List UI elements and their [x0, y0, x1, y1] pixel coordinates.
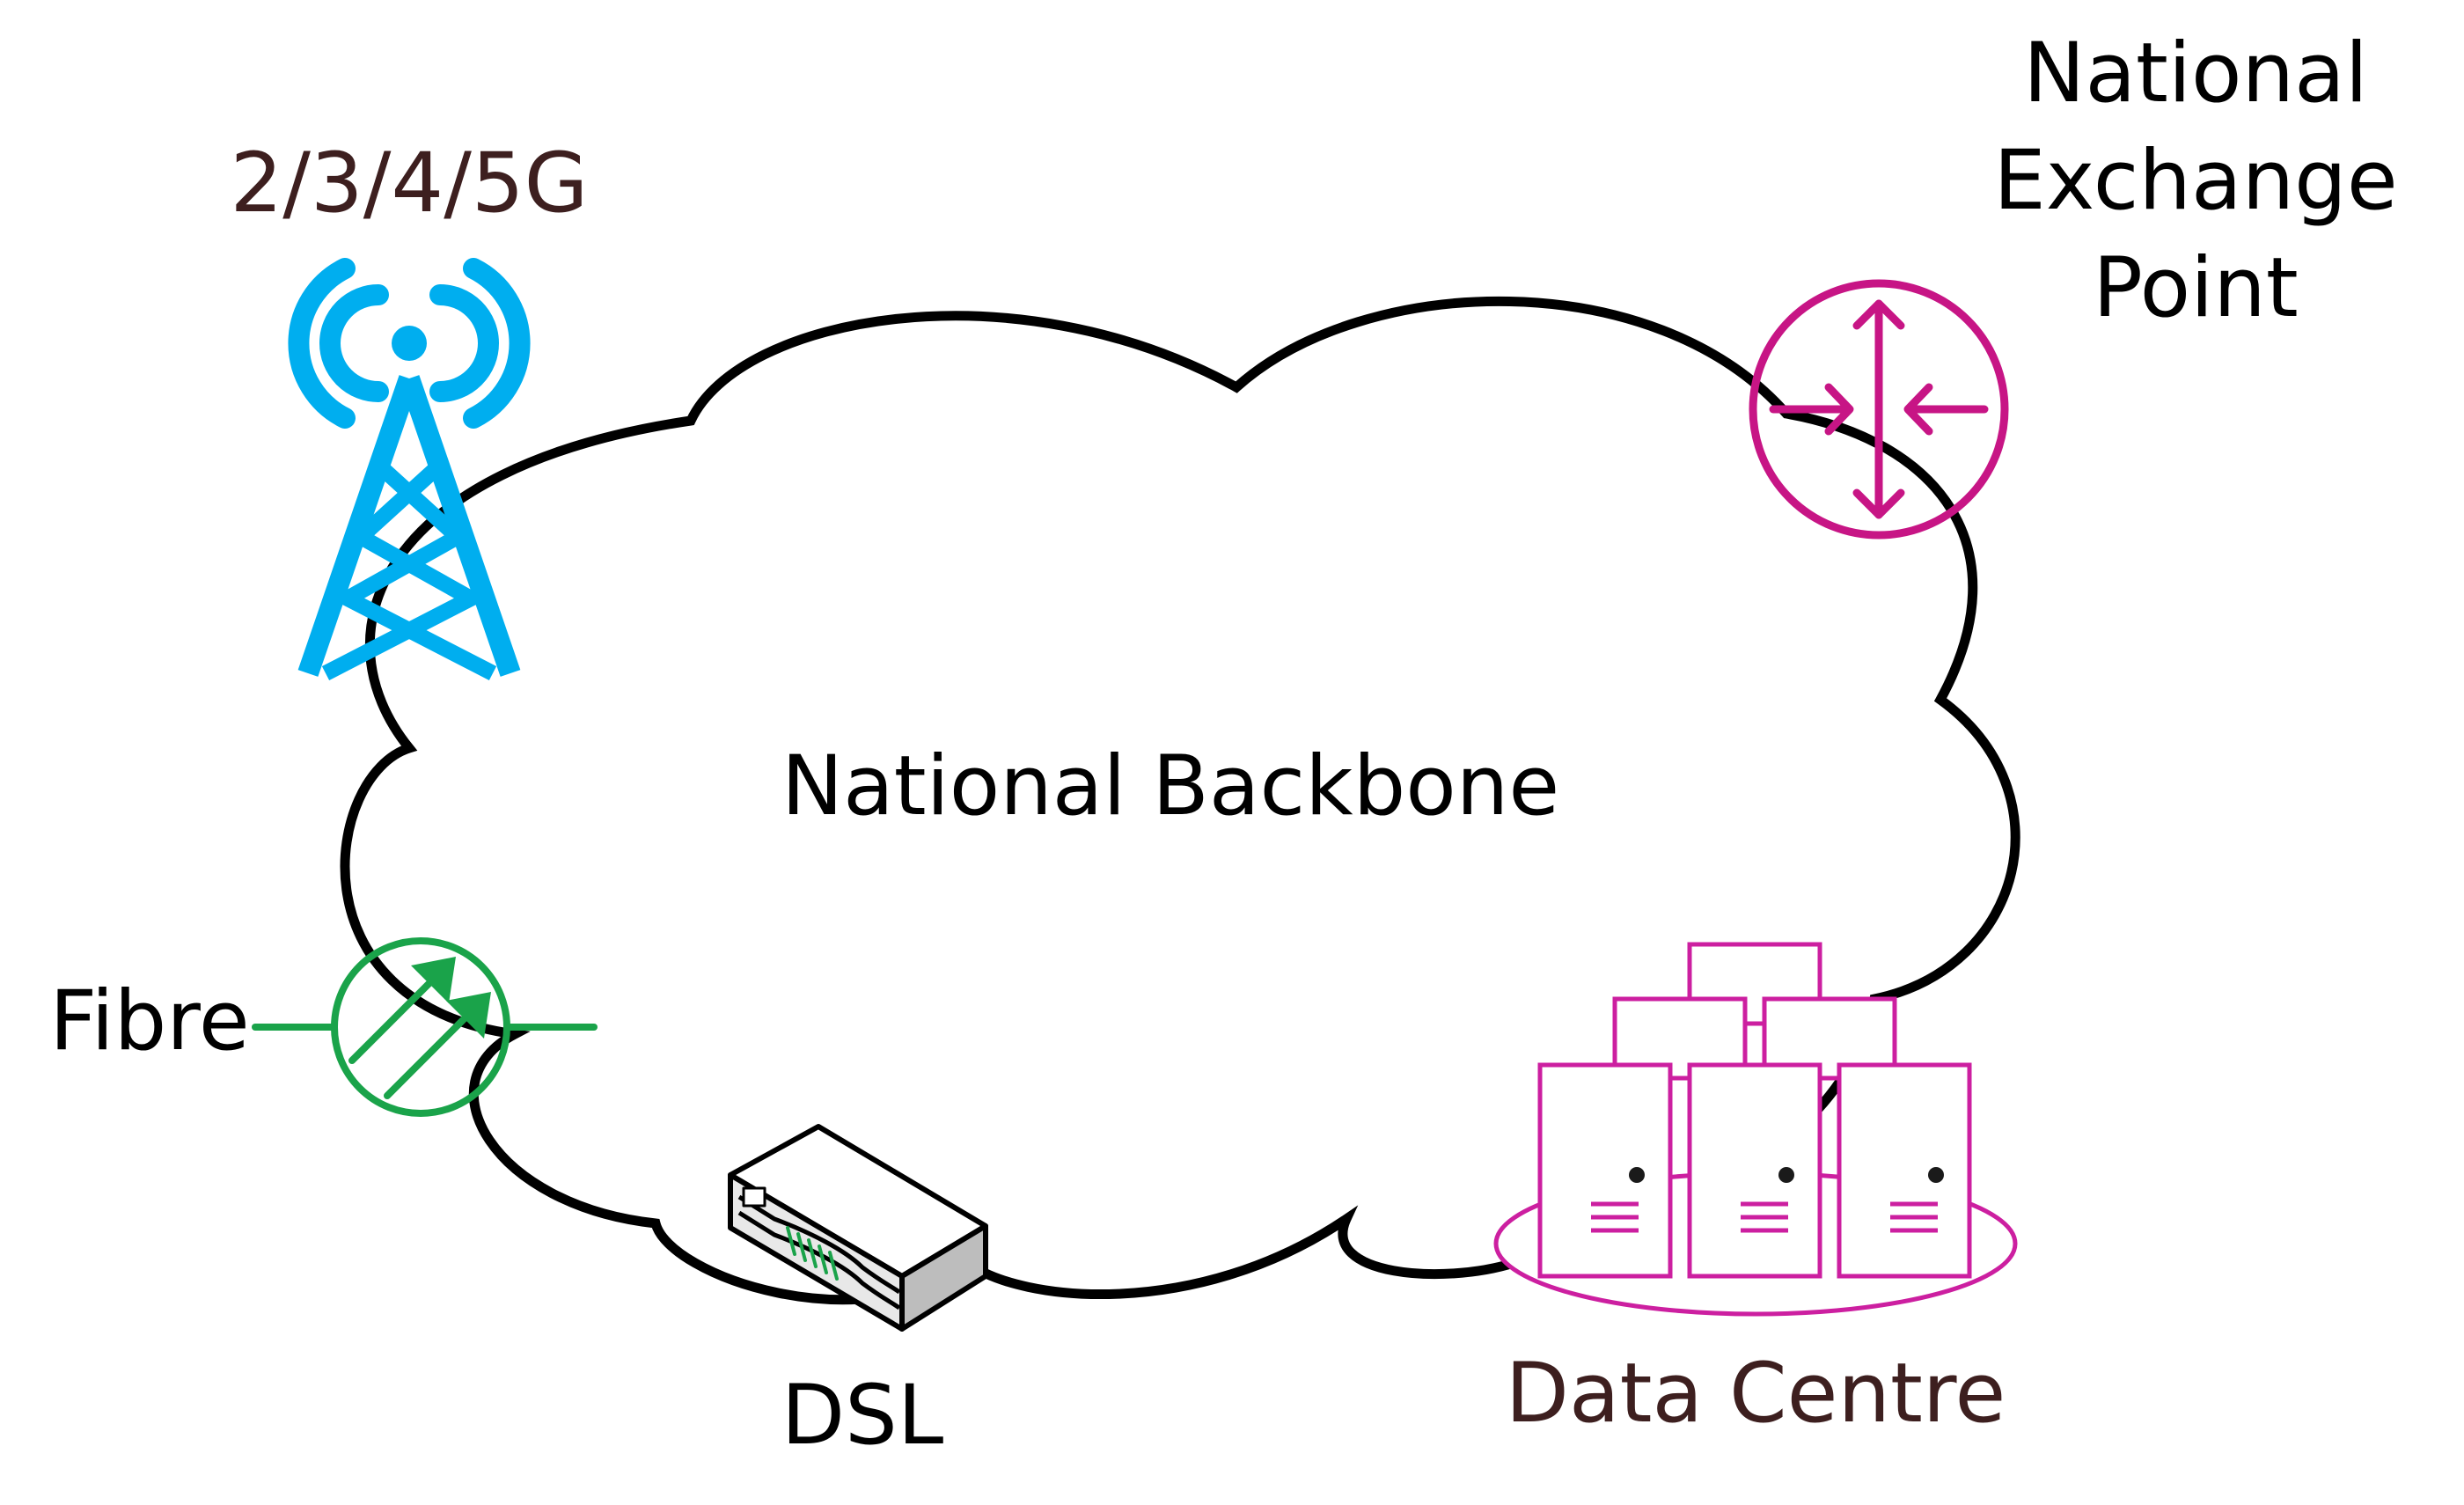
fibre-link-icon: [252, 937, 598, 1117]
fibre-arrowhead-2: [446, 992, 491, 1039]
exchange-label-line-3: Point: [2093, 240, 2298, 336]
server-rack-icon: [1493, 942, 2018, 1317]
fibre-label: Fibre: [49, 973, 249, 1069]
mobile-label: 2/3/4/5G: [230, 136, 588, 231]
dsl-label: DSL: [781, 1368, 943, 1464]
server-drive-lines: [1591, 1201, 1938, 1233]
cloud-label: National Backbone: [781, 738, 1559, 834]
dsl-node[interactable]: DSL: [728, 1124, 988, 1464]
cell-tower-icon: [288, 258, 531, 681]
server-details: [1629, 1167, 1944, 1183]
dsl-modem-icon: [728, 1124, 988, 1332]
exchange-node[interactable]: National Exchange Point: [1749, 26, 2398, 540]
dsl-status-leds: [786, 1226, 839, 1281]
mobile-node[interactable]: 2/3/4/5G: [230, 136, 589, 681]
backbone-cloud: [340, 297, 2020, 1305]
router-icon: [1749, 279, 2009, 540]
exchange-label-line-1: National: [2023, 26, 2368, 121]
exchange-label-line-2: Exchange: [1993, 133, 2397, 229]
cloud-outline: [340, 297, 2020, 1305]
fibre-arrowhead-1: [411, 957, 456, 1003]
fibre-node[interactable]: Fibre: [49, 937, 598, 1117]
tower-antenna-dot: [392, 326, 427, 361]
datacentre-label: Data Centre: [1506, 1346, 2006, 1442]
datacentre-node[interactable]: Data Centre: [1493, 942, 2018, 1442]
